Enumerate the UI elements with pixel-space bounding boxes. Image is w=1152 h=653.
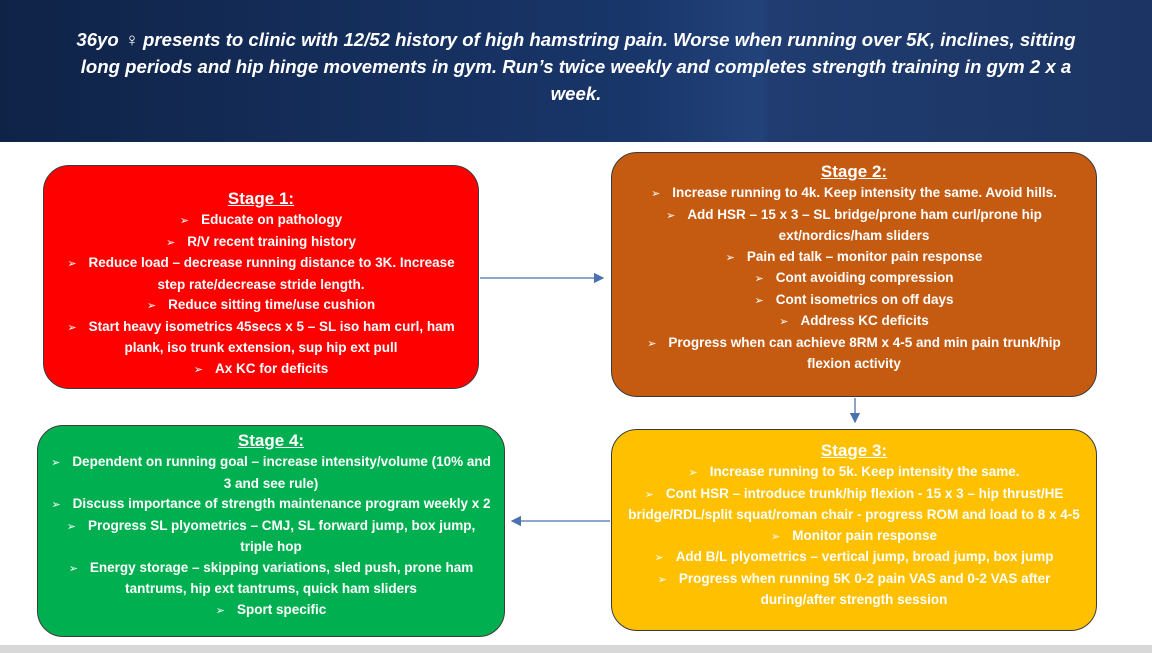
list-item: ➢ Reduce sitting time/use cushion xyxy=(56,295,466,317)
list-item: ➢ Cont avoiding compression xyxy=(624,268,1084,290)
list-item: ➢ Start heavy isometrics 45secs x 5 – SL … xyxy=(56,317,466,359)
arrow-bullet-icon: ➢ xyxy=(215,604,225,617)
list-item-text: Reduce sitting time/use cushion xyxy=(168,297,376,312)
list-item: ➢ Progress SL plyometrics – CMJ, SL forwa… xyxy=(50,516,492,558)
list-item-text: Cont isometrics on off days xyxy=(775,291,954,307)
list-item: ➢ Reduce load – decrease running distance… xyxy=(56,253,466,295)
arrow-bullet-icon: ➢ xyxy=(193,363,203,376)
stage-3-list: ➢ Increase running to 5k. Keep intensity … xyxy=(624,462,1084,611)
list-item-text: Progress SL plyometrics – CMJ, SL forwar… xyxy=(87,517,476,555)
list-item: ➢Cont HSR – introduce trunk/hip flexion … xyxy=(624,484,1084,526)
list-item-text: Pain ed talk – monitor pain response xyxy=(746,248,983,264)
header-banner: 36yo ♀ presents to clinic with 12/52 his… xyxy=(0,0,1152,142)
arrow-bullet-icon: ➢ xyxy=(66,520,76,533)
list-item: ➢ Sport specific xyxy=(50,600,492,622)
list-item-text: Address KC deficits xyxy=(800,313,929,328)
list-item: ➢ Address KC deficits xyxy=(624,311,1084,333)
arrow-bullet-icon: ➢ xyxy=(51,457,61,469)
stage-1-box: Stage 1: ➢ Educate on pathology ➢ R/V recen… xyxy=(43,165,479,389)
list-item-text: Cont avoiding compression xyxy=(775,270,954,285)
list-item: ➢ Increase running to 4k. Keep intensity … xyxy=(624,183,1084,205)
arrow-bullet-icon: ➢ xyxy=(754,294,764,307)
list-item-text: Discuss importance of strength maintenan… xyxy=(72,496,491,511)
arrow-bullet-icon: ➢ xyxy=(771,530,781,543)
stage-4-box: Stage 4: ➢ Dependent on running goal – in… xyxy=(37,425,505,637)
arrow-bullet-icon: ➢ xyxy=(647,337,657,350)
list-item-text: Energy storage – skipping variations, sl… xyxy=(89,559,474,597)
arrow-bullet-icon: ➢ xyxy=(654,552,664,564)
stage-1-list: ➢ Educate on pathology ➢ R/V recent trainin… xyxy=(56,210,466,380)
arrow-bullet-icon: ➢ xyxy=(67,258,77,270)
list-item-text: Progress when running 5K 0-2 pain VAS an… xyxy=(678,570,1051,608)
list-item-text: Add HSR – 15 x 3 – SL bridge/prone ham c… xyxy=(687,206,1042,244)
arrow-bullet-icon: ➢ xyxy=(657,573,667,586)
list-item: ➢ Educate on pathology xyxy=(56,210,466,232)
list-item-text: Sport specific xyxy=(236,601,327,617)
arrow-bullet-icon: ➢ xyxy=(67,321,77,334)
arrow-bullet-icon: ➢ xyxy=(666,209,676,222)
list-item: ➢ Ax KC for deficits xyxy=(56,359,466,381)
list-item: ➢ Dependent on running goal – increase in… xyxy=(50,452,492,494)
list-item: ➢ Progress when can achieve 8RM x 4-5 and… xyxy=(624,333,1084,375)
stage-2-list: ➢ Increase running to 4k. Keep intensity … xyxy=(624,183,1084,375)
arrow-bullet-icon: ➢ xyxy=(754,273,764,285)
list-item: ➢ Discuss importance of strength maintena… xyxy=(50,494,492,516)
stage-2-box: Stage 2: ➢ Increase running to 4k. Keep i… xyxy=(611,152,1097,397)
list-item-text: Add B/L plyometrics – vertical jump, bro… xyxy=(675,549,1054,564)
list-item-text: Start heavy isometrics 45secs x 5 – SL i… xyxy=(88,318,455,356)
list-item-text: Ax KC for deficits xyxy=(214,360,329,376)
list-item: ➢ Add B/L plyometrics – vertical jump, br… xyxy=(624,547,1084,569)
list-item: ➢ Cont isometrics on off days xyxy=(624,290,1084,312)
list-item-text: R/V recent training history xyxy=(187,233,356,249)
case-description: 36yo ♀ presents to clinic with 12/52 his… xyxy=(76,29,1076,104)
arrow-bullet-icon: ➢ xyxy=(51,499,61,511)
stage-2-title: Stage 2: xyxy=(820,162,888,181)
stage-3-box: Stage 3: ➢ Increase running to 5k. Keep i… xyxy=(611,429,1097,631)
list-item: ➢ Pain ed talk – monitor pain response xyxy=(624,247,1084,269)
arrow-bullet-icon: ➢ xyxy=(68,562,78,575)
arrow-bullet-icon: ➢ xyxy=(779,316,789,328)
list-item: ➢ Progress when running 5K 0-2 pain VAS a… xyxy=(624,569,1084,611)
arrow-bullet-icon: ➢ xyxy=(179,215,190,227)
arrow-bullet-icon: ➢ xyxy=(644,488,654,501)
list-item-text: Educate on pathology xyxy=(201,212,343,227)
stage-4-list: ➢ Dependent on running goal – increase in… xyxy=(50,452,492,621)
bottom-divider xyxy=(0,645,1152,653)
list-item: ➢ Increase running to 5k. Keep intensity … xyxy=(624,462,1084,484)
list-item-text: Cont HSR – introduce trunk/hip flexion -… xyxy=(628,485,1080,523)
list-item: ➢ Energy storage – skipping variations, s… xyxy=(50,558,492,600)
list-item-text: Monitor pain response xyxy=(792,527,937,543)
list-item-text: Progress when can achieve 8RM x 4-5 and … xyxy=(668,334,1061,372)
stage-1-title: Stage 1: xyxy=(227,189,295,208)
list-item-text: Increase running to 5k. Keep intensity t… xyxy=(709,464,1020,479)
list-item-text: Dependent on running goal – increase int… xyxy=(72,454,491,491)
arrow-bullet-icon: ➢ xyxy=(725,251,735,264)
list-item: ➢ R/V recent training history xyxy=(56,232,466,254)
arrow-bullet-icon: ➢ xyxy=(165,236,176,249)
arrow-bullet-icon: ➢ xyxy=(688,467,698,479)
list-item-text: Increase running to 4k. Keep intensity t… xyxy=(672,185,1057,200)
list-item-text: Reduce load – decrease running distance … xyxy=(88,255,455,292)
arrow-bullet-icon: ➢ xyxy=(146,300,157,312)
stage-3-title: Stage 3: xyxy=(820,441,888,460)
arrow-bullet-icon: ➢ xyxy=(651,188,661,200)
list-item: ➢ Add HSR – 15 x 3 – SL bridge/prone ham … xyxy=(624,205,1084,247)
list-item: ➢ Monitor pain response xyxy=(624,526,1084,548)
stage-4-title: Stage 4: xyxy=(237,431,305,450)
